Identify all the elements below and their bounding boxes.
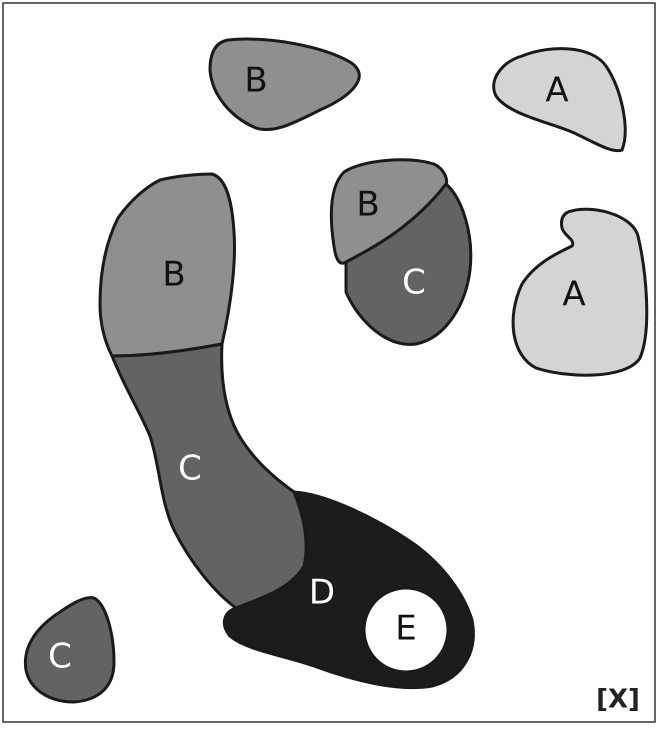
region-b-top-shape: [210, 39, 359, 129]
region-d-long-label: D: [309, 573, 335, 613]
region-c-pair-label: C: [402, 263, 426, 303]
region-c-long-label: C: [178, 449, 202, 489]
region-c-long-shape: [112, 344, 306, 608]
region-b-long-label: B: [162, 255, 185, 295]
region-b-top-label: B: [244, 61, 267, 101]
region-e-long-label: E: [395, 609, 416, 649]
region-c-small-label: C: [48, 637, 72, 677]
figure-corner-tag: [X]: [596, 685, 640, 715]
region-a-bottom-label: A: [562, 275, 585, 315]
region-b-pair-label: B: [356, 185, 379, 225]
region-a-top-label: A: [545, 71, 568, 111]
